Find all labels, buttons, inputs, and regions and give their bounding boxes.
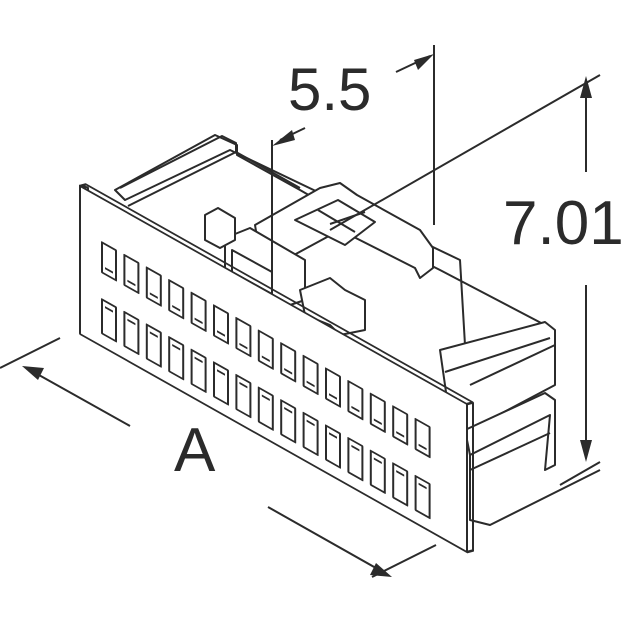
cavity — [257, 386, 274, 431]
cavity-lance — [261, 355, 270, 362]
cavity-lance — [149, 331, 158, 338]
cavity-lance — [172, 304, 181, 312]
cavity — [302, 354, 319, 396]
cavity-lance — [149, 292, 158, 299]
dimension-lines — [0, 45, 601, 578]
cavity-lance — [329, 393, 337, 400]
cavity — [280, 399, 297, 444]
cavity-lance — [239, 342, 248, 350]
cavity — [190, 348, 207, 393]
cavity — [235, 316, 252, 358]
cavity — [325, 367, 341, 408]
length-arrow-right — [267, 506, 384, 573]
cavity — [369, 449, 386, 494]
cavity-lance — [418, 443, 427, 451]
cavity — [168, 336, 185, 381]
cavity — [347, 437, 364, 482]
cavity-lance — [351, 405, 360, 413]
cavity — [392, 462, 409, 507]
cavity-lance — [127, 318, 136, 326]
cavity-lance — [194, 356, 203, 364]
cavity — [101, 241, 117, 282]
cavity-lance — [172, 343, 181, 351]
cavity-grid — [101, 241, 431, 520]
cavity — [190, 291, 207, 332]
cavity-lance — [396, 431, 405, 438]
cavity — [213, 304, 229, 345]
cavity — [235, 373, 252, 419]
cavity — [369, 392, 386, 433]
cavity — [414, 474, 431, 520]
cavity — [302, 411, 319, 457]
cavity-lance — [373, 418, 382, 426]
cavity-lance — [194, 317, 203, 325]
cavity — [168, 279, 185, 320]
height-dimension-label: 7.01 — [503, 189, 624, 258]
cavity — [325, 424, 341, 469]
cavity-lance — [306, 419, 315, 427]
cavity-lance — [351, 444, 360, 452]
cavity-lance — [239, 381, 248, 389]
cavity-lance — [217, 369, 225, 376]
cavity — [145, 323, 162, 368]
cavity-lance — [127, 279, 136, 287]
cavity — [123, 253, 140, 295]
cavity-lance — [306, 380, 315, 388]
cavity — [280, 342, 297, 383]
cavity — [123, 310, 140, 356]
cavity-lance — [396, 470, 405, 477]
cavity-lance — [284, 407, 293, 414]
cavity — [414, 417, 431, 459]
cavity — [257, 329, 274, 370]
cavity-lance — [284, 368, 293, 375]
cavity — [392, 405, 409, 446]
cavity-lance — [105, 267, 113, 274]
cavity — [145, 266, 162, 307]
latch — [204, 182, 434, 336]
cavity-lance — [105, 306, 113, 313]
cavity-lance — [217, 330, 225, 337]
pitch-dimension-label: 5.5 — [288, 56, 372, 123]
cavity — [101, 298, 117, 343]
length-arrow-left — [29, 369, 131, 427]
cavity — [347, 380, 364, 421]
cavity — [213, 361, 229, 406]
length-dimension-label: A — [174, 416, 216, 485]
front-face — [79, 183, 474, 554]
cavity-lance — [418, 482, 427, 490]
cavity-lance — [329, 432, 337, 439]
cavity-lance — [373, 457, 382, 465]
cavity-lance — [261, 394, 270, 401]
